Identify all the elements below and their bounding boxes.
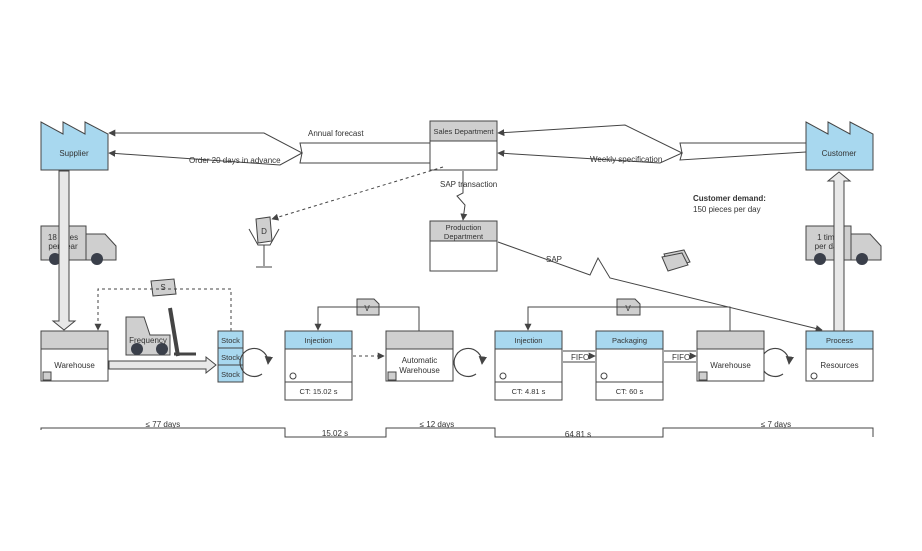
stock-1: Stock xyxy=(221,336,240,345)
sap-transaction-label: SAP transaction xyxy=(440,180,497,189)
injection-1-ct: CT: 15.02 s xyxy=(300,387,338,396)
automatic-warehouse-box[interactable]: Automatic Warehouse xyxy=(385,330,454,382)
warehouse-left-label: Warehouse xyxy=(54,361,95,370)
timeline xyxy=(40,427,874,438)
warehouse-right-box[interactable]: Warehouse xyxy=(696,330,765,382)
weekly-flow xyxy=(497,124,806,154)
forklift-icon: Frequency xyxy=(125,307,196,357)
customer-demand-detail: 150 pieces per day xyxy=(693,205,761,214)
injection-2-header: Injection xyxy=(515,336,543,345)
supplier-label: Supplier xyxy=(59,149,89,158)
push-arrow xyxy=(108,355,217,375)
sales-label: Sales Department xyxy=(433,127,494,136)
truck-right-line1: 1 time xyxy=(817,233,839,242)
forklift-label: Frequency xyxy=(129,336,167,345)
order-label: Order 20 days in advance xyxy=(189,156,281,165)
s-kanban-label: S xyxy=(160,283,165,292)
timeline-t2: 15.02 s xyxy=(322,429,348,438)
process-body: Resources xyxy=(820,361,858,370)
packaging-box[interactable]: Packaging CT: 60 s xyxy=(595,330,664,401)
packaging-ct: CT: 60 s xyxy=(616,387,644,396)
production-label-1: Production xyxy=(446,223,482,232)
stock-2: Stock xyxy=(221,353,240,362)
d-kanban-label: D xyxy=(261,227,267,236)
supplier-factory[interactable]: Supplier xyxy=(40,121,109,171)
shipment-arrow-left xyxy=(51,170,77,331)
injection-1-box[interactable]: Injection CT: 15.02 s xyxy=(284,330,353,401)
weekly-label: Weekly specification xyxy=(590,155,662,164)
timeline-t3: ≤ 12 days xyxy=(420,420,455,429)
s-kanban-dashed xyxy=(94,288,232,331)
fifo-lane-2: FIFO xyxy=(664,350,697,363)
pull-circle-1 xyxy=(239,347,273,378)
annual-forecast-flow xyxy=(108,129,430,154)
fifo-2-label: FIFO xyxy=(672,353,690,362)
timeline-t4: 64.81 s xyxy=(565,430,591,439)
warehouse-left-box[interactable]: Warehouse xyxy=(40,330,109,382)
warehouse-right-label: Warehouse xyxy=(710,361,751,370)
truck-left[interactable]: 18 times per year xyxy=(40,225,117,265)
injection-2-box[interactable]: Injection CT: 4.81 s xyxy=(494,330,563,401)
auto-wh-line2: Warehouse xyxy=(399,366,440,375)
v-kanban-1-label: V xyxy=(364,304,370,313)
fifo-1-label: FIFO xyxy=(571,353,589,362)
production-department-box[interactable]: Production Department xyxy=(429,220,498,272)
auto-wh-line1: Automatic xyxy=(402,356,438,365)
signal-kanban-icon xyxy=(661,249,691,272)
pull-circle-2 xyxy=(453,347,487,378)
pull-circle-3 xyxy=(760,347,794,378)
weekly-flow-2 xyxy=(497,149,807,164)
customer-demand-title: Customer demand: xyxy=(693,194,766,203)
timeline-t1: ≤ 77 days xyxy=(146,420,181,429)
process-box[interactable]: Process Resources xyxy=(805,330,874,382)
stock-stack[interactable]: Stock Stock Stock xyxy=(217,330,244,383)
injection-2-ct: CT: 4.81 s xyxy=(512,387,546,396)
v-kanban-1-loop xyxy=(314,306,420,331)
stock-3: Stock xyxy=(221,370,240,379)
sap-flow xyxy=(497,241,823,332)
v-kanban-2-loop xyxy=(524,306,731,331)
sap-label: SAP xyxy=(546,255,562,264)
timeline-t5: ≤ 7 days xyxy=(761,420,791,429)
sales-department-box[interactable]: Sales Department xyxy=(429,120,498,171)
d-kanban-post[interactable]: D xyxy=(248,216,280,268)
s-kanban[interactable]: S xyxy=(150,278,177,297)
customer-label: Customer xyxy=(822,149,857,158)
packaging-header: Packaging xyxy=(612,336,647,345)
v-kanban-2-label: V xyxy=(625,304,631,313)
production-label-2: Department xyxy=(444,232,484,241)
customer-factory[interactable]: Customer xyxy=(805,121,874,171)
truck-right-line2: per day xyxy=(815,242,842,251)
annual-forecast-label: Annual forecast xyxy=(308,129,364,138)
order-flow xyxy=(108,149,430,166)
injection-1-header: Injection xyxy=(305,336,333,345)
sales-to-d-dashed xyxy=(271,166,444,221)
fifo-lane-1: FIFO xyxy=(563,350,596,363)
shipment-arrow-right xyxy=(826,171,852,332)
process-header: Process xyxy=(826,336,853,345)
sap-transaction-flow xyxy=(456,171,468,221)
